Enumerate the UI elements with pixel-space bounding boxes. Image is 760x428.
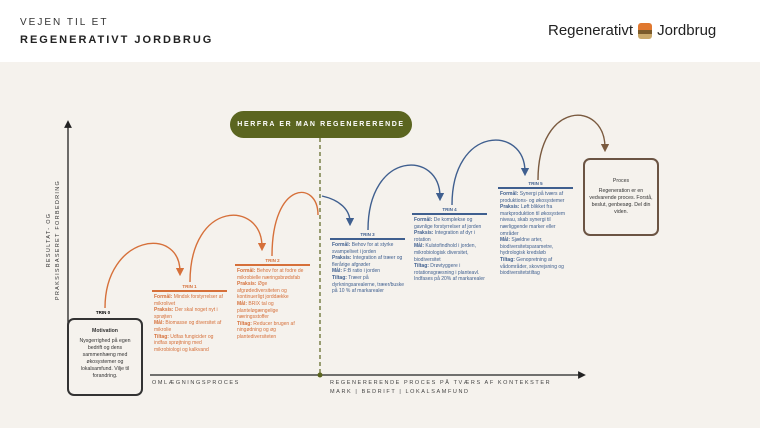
x-axis-label-right-2: MARK | BEDRIFT | LOKALSAMFUND — [330, 389, 470, 395]
proces-title: Proces — [612, 178, 630, 184]
header: VEJEN TIL ET REGENERATIVT JORDBRUG Regen… — [0, 0, 760, 62]
logo-text-left: Regenerativt — [548, 22, 634, 39]
logo: Regenerativt Jordbrug — [548, 22, 716, 39]
trin2-label: TRIN 2 — [265, 258, 280, 263]
trin3-label: TRIN 3 — [360, 232, 375, 237]
trin1-text: Formål: Mindsk forstyrrelser af mikroliv… — [154, 294, 223, 353]
regenerative-banner: HERFRA ER MAN REGENERERENDE — [230, 111, 412, 138]
trin3-text: Formål: Behov for at styrke svampelivet … — [332, 242, 404, 295]
logo-text-right: Jordbrug — [657, 22, 717, 39]
title-line-1: VEJEN TIL ET — [20, 17, 109, 28]
arrow-trin5-proces — [537, 114, 610, 181]
trin4-rule — [412, 213, 487, 215]
logo-mark-icon — [638, 22, 653, 39]
x-axis-label-right-1: REGENERERENDE PROCES PÅ TVÆRS AF KONTEKS… — [330, 380, 552, 386]
arrow-trin2-3-end — [321, 195, 355, 227]
motivation-text: Nysgerrighed på egen bedrift og dens sam… — [79, 338, 131, 379]
trin4-label: TRIN 4 — [442, 207, 457, 212]
trin4-text: Formål: De komplekse og gavnlige forstyr… — [414, 217, 485, 283]
arrow-trin3-4 — [367, 164, 445, 231]
trin1-label: TRIN 1 — [182, 284, 197, 289]
trin5-text: Formål: Synergi på tværs af produktions-… — [500, 191, 566, 277]
trin3-rule — [330, 238, 405, 240]
divider-dot — [317, 372, 323, 378]
trin2-text: Formål: Behov for at fodre de mikrobiell… — [237, 268, 304, 340]
arrow-trin1-2 — [189, 214, 267, 283]
trin0-label: TRIN 0 — [95, 310, 111, 315]
trin5-label: TRIN 5 — [528, 181, 543, 186]
x-axis-label-left: OMLÆGNINGSPROCES — [152, 380, 240, 386]
arrow-trin0-1 — [104, 242, 185, 309]
motivation-box: Motivation Nysgerrighed på egen bedrift … — [67, 318, 143, 396]
arrow-trin4-5 — [451, 139, 530, 206]
proces-box: Proces Regeneration er en vedvarende pro… — [583, 158, 659, 236]
motivation-title: Motivation — [92, 328, 118, 334]
proces-text: Regeneration er en vedvarende proces. Fo… — [589, 188, 653, 215]
arrow-trin2-3 — [271, 191, 319, 257]
trin5-rule — [498, 187, 573, 189]
title-line-2: REGENERATIVT JORDBRUG — [20, 34, 214, 46]
trin2-rule — [235, 264, 310, 266]
trin1-rule — [152, 290, 227, 292]
